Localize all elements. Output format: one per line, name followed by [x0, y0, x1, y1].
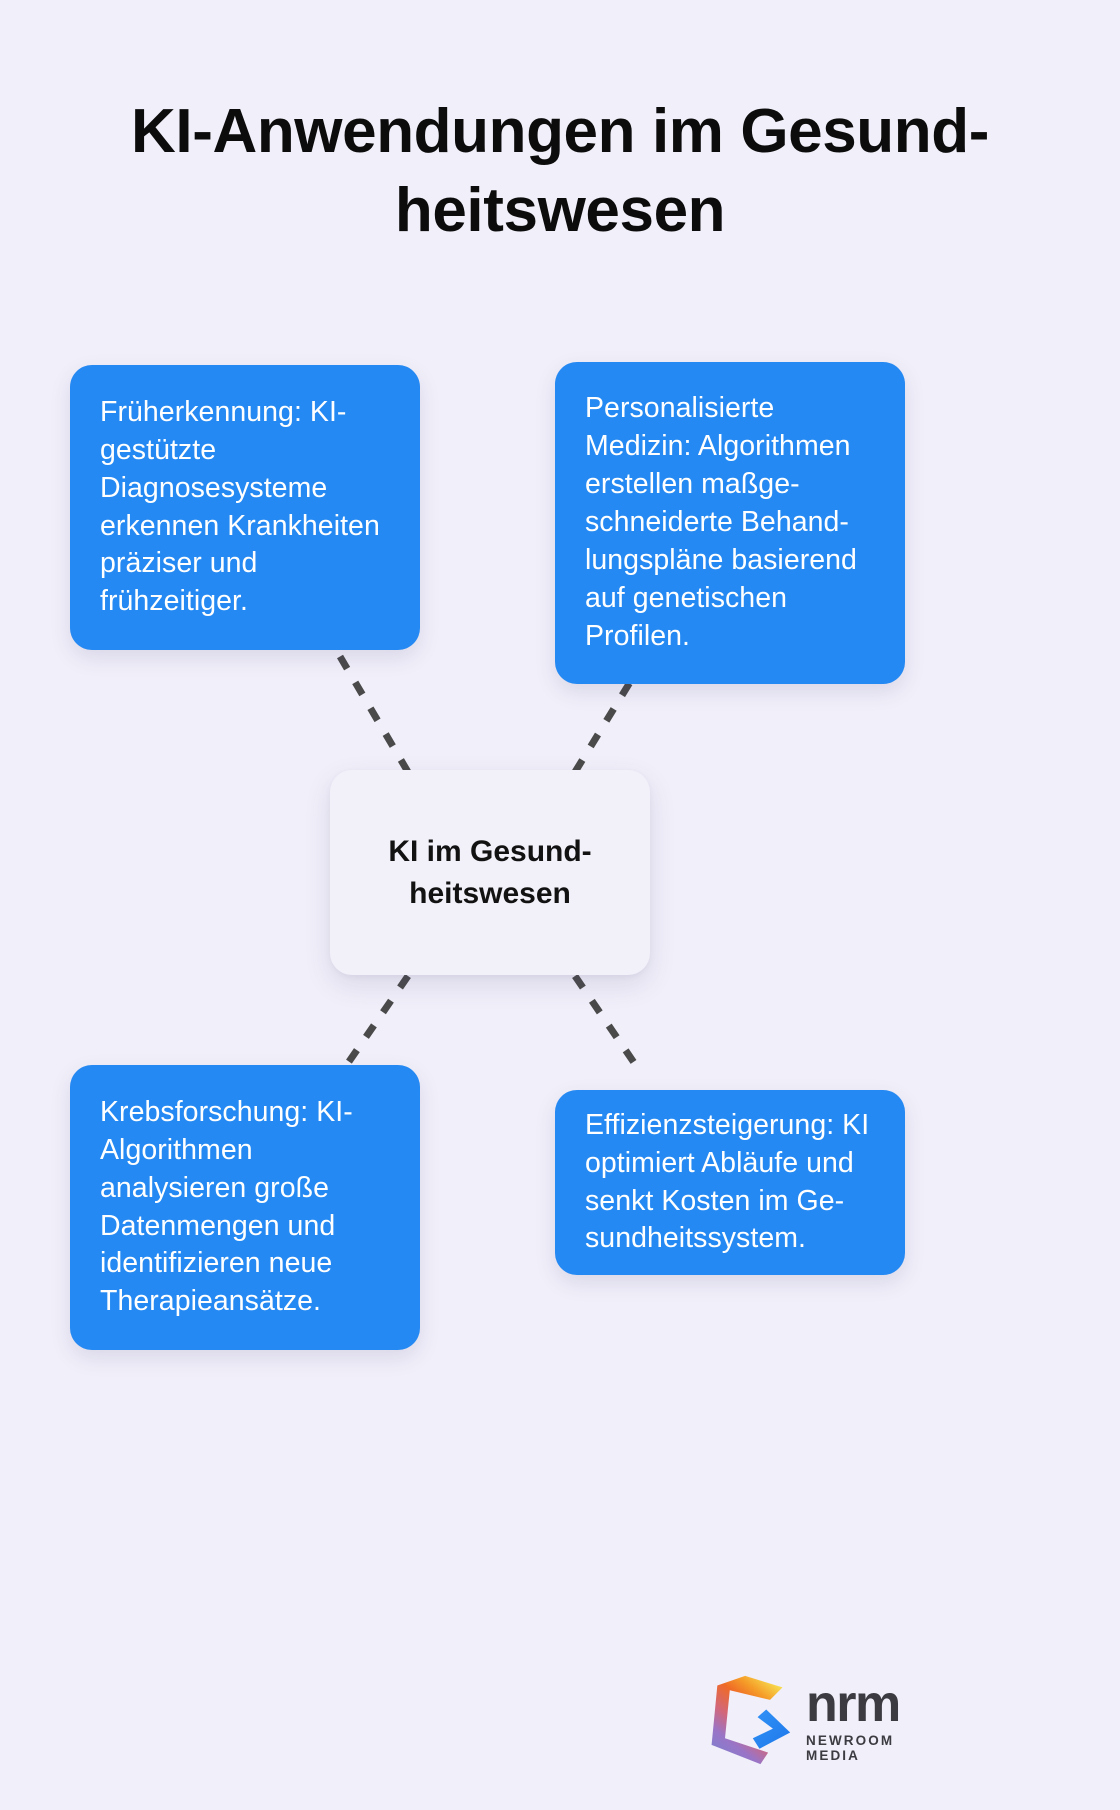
logo: nrm NEWROOM MEDIA [700, 1666, 935, 1774]
connector-center-to-top-left [331, 646, 412, 774]
logo-tagline: NEWROOM MEDIA [806, 1733, 895, 1764]
branch-node-label: Krebsforschung: KI- Algorithmen analysie… [100, 1095, 353, 1318]
logo-wordmark-group: nrm NEWROOM MEDIA [806, 1677, 935, 1764]
branch-node-krebsforschung[interactable]: Krebsforschung: KI- Algorithmen analysie… [70, 1065, 420, 1350]
connector-center-to-bottom-right [572, 974, 642, 1072]
newroom-media-mark-icon [711, 1675, 791, 1765]
branch-node-effizienzsteigerung[interactable]: Effizienzsteigerung: KI optimiert Abläuf… [555, 1090, 905, 1275]
connector-center-to-bottom-left [345, 974, 411, 1065]
page-title: KI-Anwendungen im Gesund- heitswesen [131, 97, 989, 246]
center-node-label: KI im Gesund- heitswesen [388, 835, 592, 910]
branch-node-label: Effizienzsteigerung: KI optimiert Abläuf… [585, 1108, 870, 1255]
branch-node-frueherkennung[interactable]: Früherkennung: KI- gestützte Diagnosesys… [70, 365, 420, 650]
branch-node-label: Personalisierte Medizin: Algorithmen ers… [585, 392, 857, 652]
branch-node-label: Früherkennung: KI- gestützte Diagnosesys… [100, 395, 380, 618]
logo-wordmark: nrm [806, 1674, 901, 1733]
branch-node-personalisierte-medizin[interactable]: Personalisierte Medizin: Algorithmen ers… [555, 362, 905, 684]
center-node[interactable]: KI im Gesund- heitswesen [330, 770, 650, 975]
